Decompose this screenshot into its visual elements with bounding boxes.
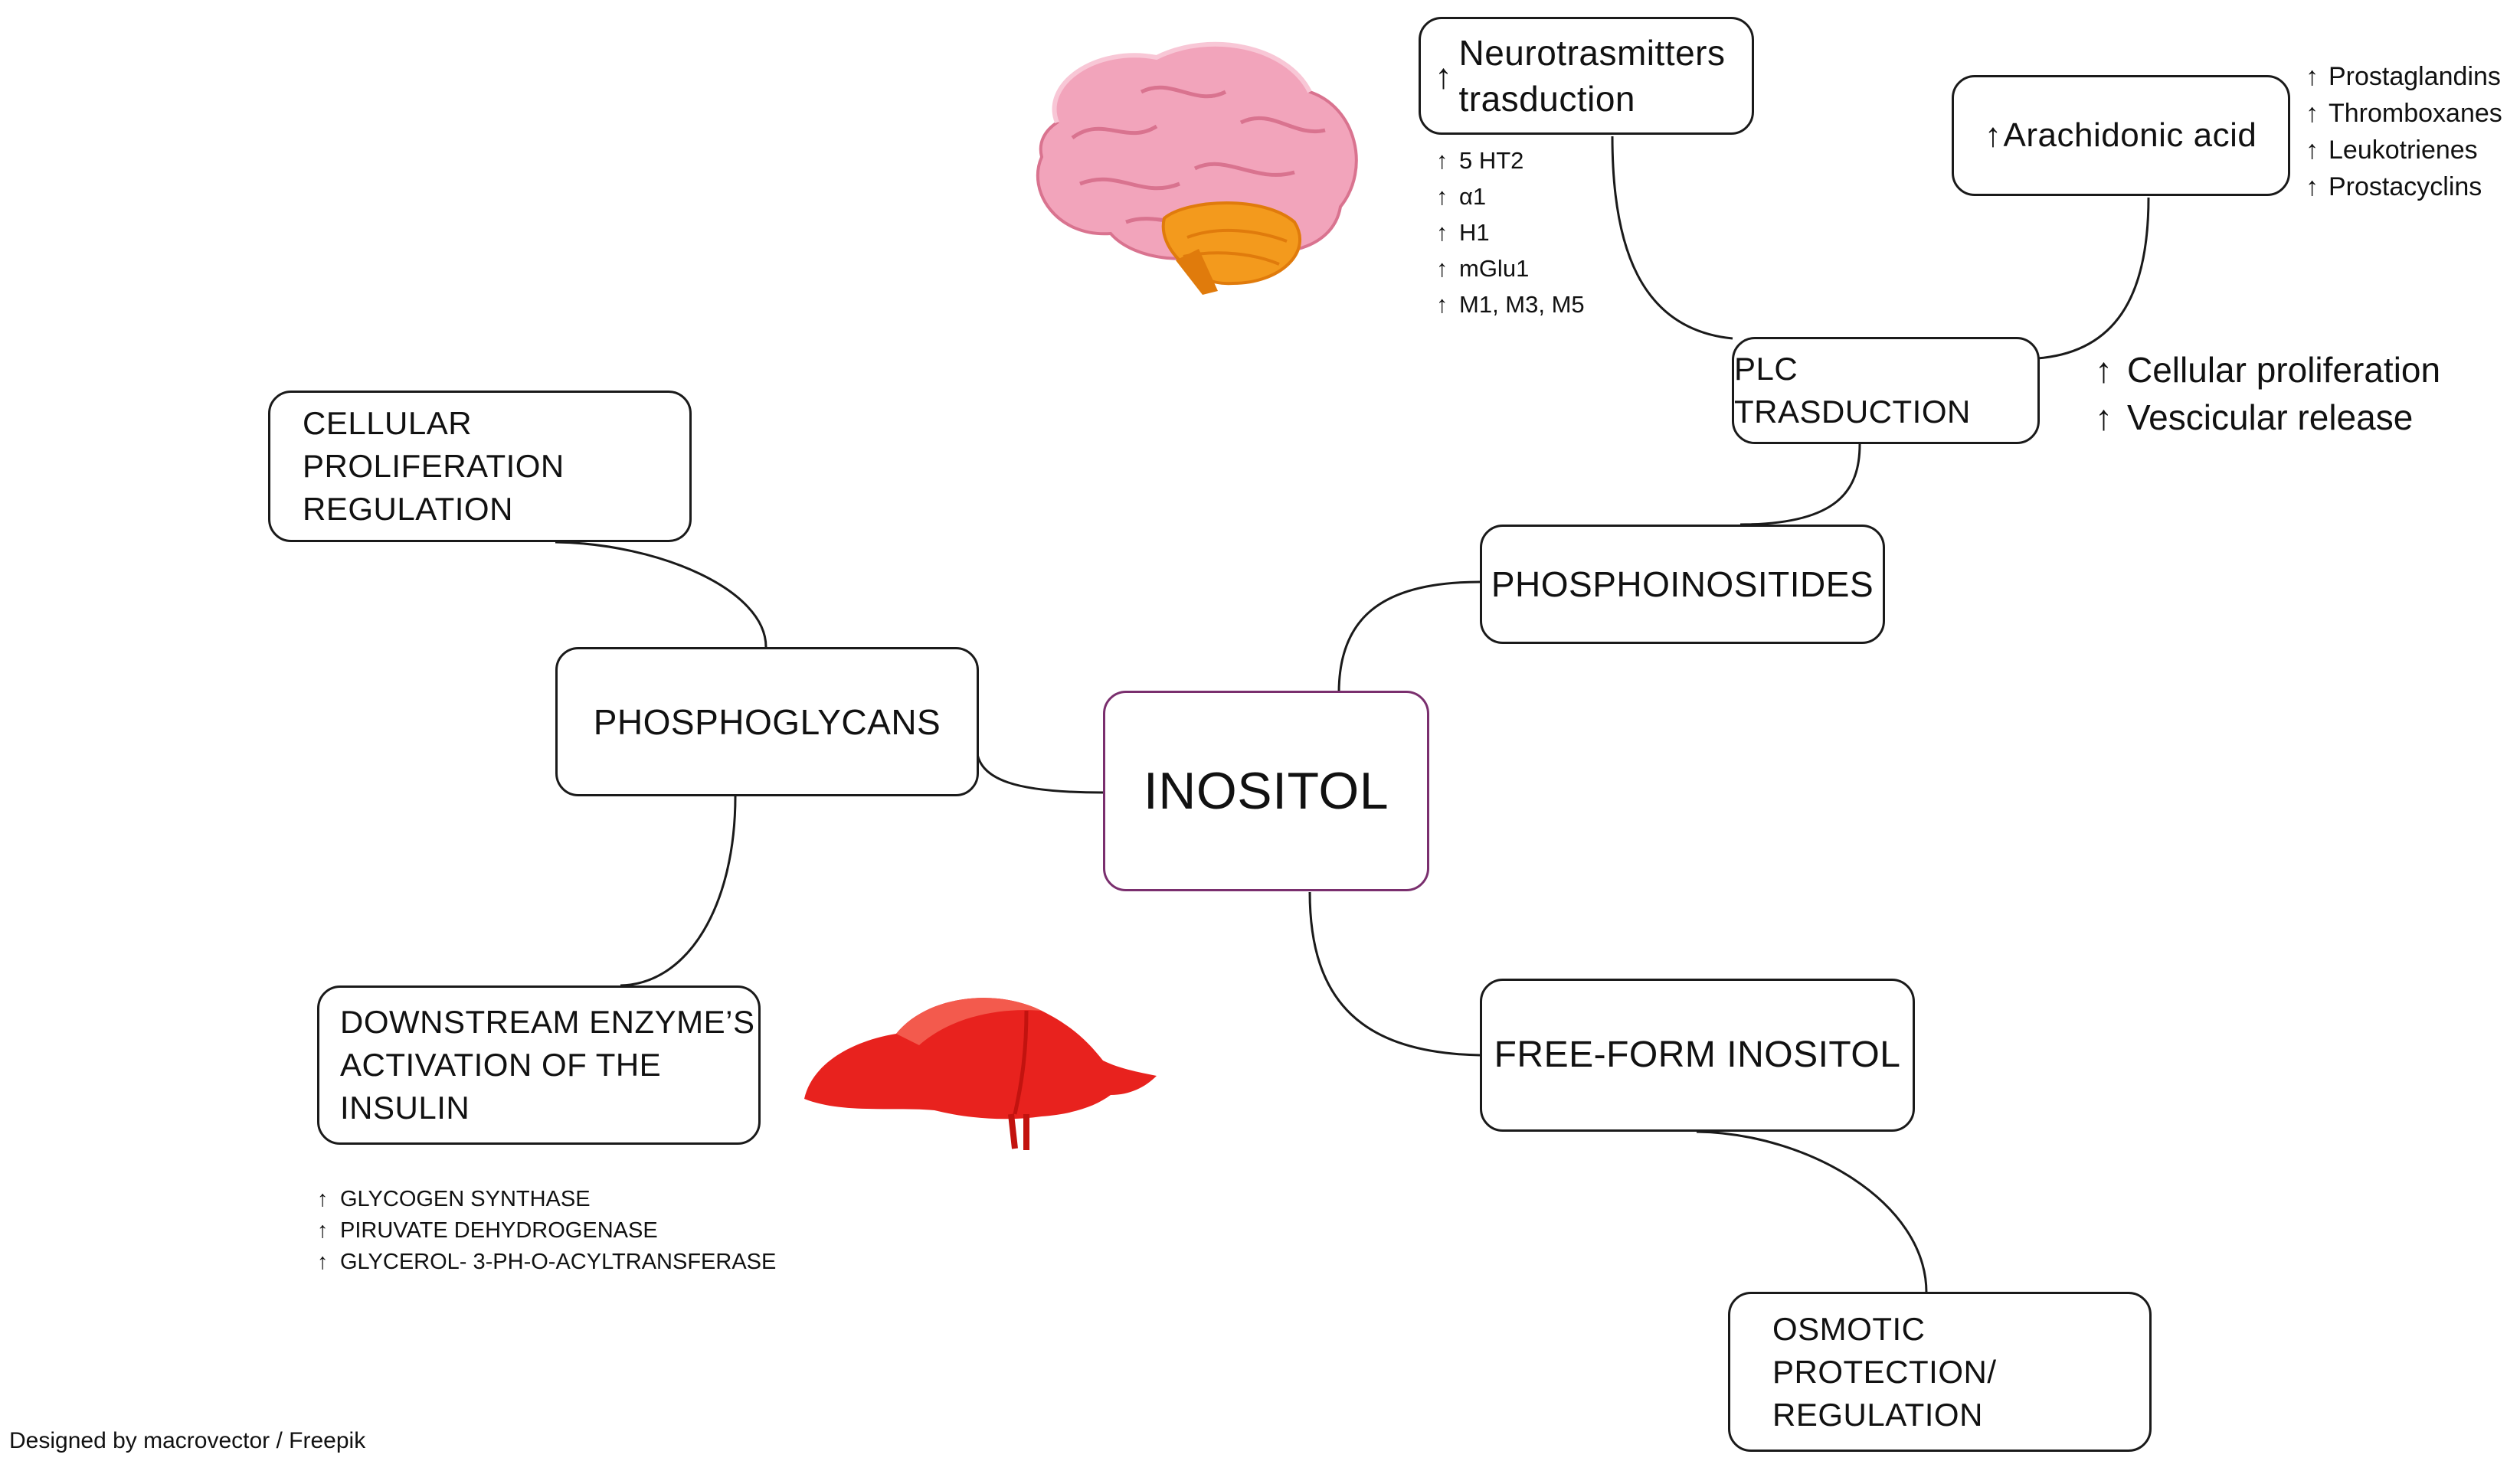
receptor-list: ↑5 HT2 ↑α1 ↑H1 ↑mGlu1 ↑M1, M3, M5: [1436, 142, 1585, 322]
eicosanoid-list: ↑Prostaglandins ↑Thromboxanes ↑Leukotrie…: [2306, 58, 2502, 205]
link-freeform-osmotic: [1696, 1130, 1928, 1293]
list-item: ↑GLYCEROL- 3-PH-O-ACYLTRANSFERASE: [317, 1250, 777, 1274]
brain-icon: [1036, 41, 1358, 295]
list-item: ↑Prostacyclins: [2306, 172, 2482, 201]
list-item: ↑GLYCOGEN SYNTHASE: [317, 1187, 591, 1211]
link-center-freeform: [1308, 891, 1481, 1057]
plc-trasduction-node: PLC TRASDUCTION: [1732, 337, 2040, 444]
list-item: ↑Prostaglandins: [2306, 62, 2501, 91]
arachidonic-arrow: ↑: [1985, 116, 2002, 154]
liver-icon: [804, 998, 1157, 1150]
list-item: ↑PIRUVATE DEHYDROGENASE: [317, 1218, 658, 1243]
plc-effects-list: ↑Cellular proliferation ↑Vescicular rele…: [2095, 346, 2440, 441]
downstream-enzyme-node: DOWNSTREAM ENZYME’S ACTIVATION OF THE IN…: [317, 985, 761, 1145]
neurotrasmitters-arrow: ↑: [1435, 56, 1453, 96]
enzyme-list: ↑GLYCOGEN SYNTHASE ↑PIRUVATE DEHYDROGENA…: [317, 1184, 776, 1278]
credit-text: Designed by macrovector / Freepik: [9, 1428, 366, 1453]
list-item: ↑Cellular proliferation: [2095, 350, 2441, 390]
list-item: ↑H1: [1436, 219, 1490, 246]
link-plc-neuro: [1611, 136, 1733, 340]
link-plc-arachidonic: [2037, 197, 2150, 360]
link-phosphoglycans-cellprolif: [555, 541, 767, 648]
neurotrasmitters-node: ↑ Neurotrasmitters trasduction: [1419, 17, 1754, 135]
phosphoglycans-node: PHOSPHOGLYCANS: [555, 647, 979, 796]
list-item: ↑Vescicular release: [2095, 397, 2414, 437]
link-center-phosphoinositides: [1337, 580, 1481, 694]
inositol-node: INOSITOL: [1103, 691, 1429, 891]
phosphoinositides-node: PHOSPHOINOSITIDES: [1480, 525, 1885, 644]
list-item: ↑mGlu1: [1436, 255, 1530, 282]
arachidonic-label: Arachidonic acid: [2003, 116, 2257, 154]
inositol-label: INOSITOL: [1143, 762, 1389, 820]
list-item: ↑Thromboxanes: [2306, 99, 2502, 128]
free-form-inositol-label: FREE-FORM INOSITOL: [1494, 1034, 1901, 1075]
arachidonic-acid-node: ↑ Arachidonic acid: [1952, 75, 2290, 196]
link-phosphoinositides-plc: [1739, 443, 1861, 526]
link-center-phosphoglycans: [975, 746, 1104, 794]
phosphoglycans-label: PHOSPHOGLYCANS: [593, 701, 941, 742]
downstream-enzyme-label: DOWNSTREAM ENZYME’S ACTIVATION OF THE IN…: [340, 1004, 755, 1126]
list-item: ↑Leukotrienes: [2306, 136, 2478, 165]
list-item: ↑α1: [1436, 183, 1487, 210]
plc-trasduction-label: PLC TRASDUCTION: [1734, 351, 1971, 430]
cellular-proliferation-regulation-label: CELLULAR PROLIFERATION REGULATION: [303, 405, 565, 527]
cellular-proliferation-regulation-node: CELLULAR PROLIFERATION REGULATION: [268, 391, 692, 542]
free-form-inositol-node: FREE-FORM INOSITOL: [1480, 979, 1915, 1132]
list-item: ↑5 HT2: [1436, 147, 1524, 174]
neurotrasmitters-label: Neurotrasmitters trasduction: [1458, 33, 1726, 119]
list-item: ↑M1, M3, M5: [1436, 291, 1585, 318]
osmotic-protection-label: OSMOTIC PROTECTION/ REGULATION: [1772, 1310, 1997, 1433]
link-phosphoglycans-downstream: [620, 796, 737, 987]
phosphoinositides-label: PHOSPHOINOSITIDES: [1491, 564, 1874, 604]
osmotic-protection-node: OSMOTIC PROTECTION/ REGULATION: [1728, 1292, 2152, 1452]
